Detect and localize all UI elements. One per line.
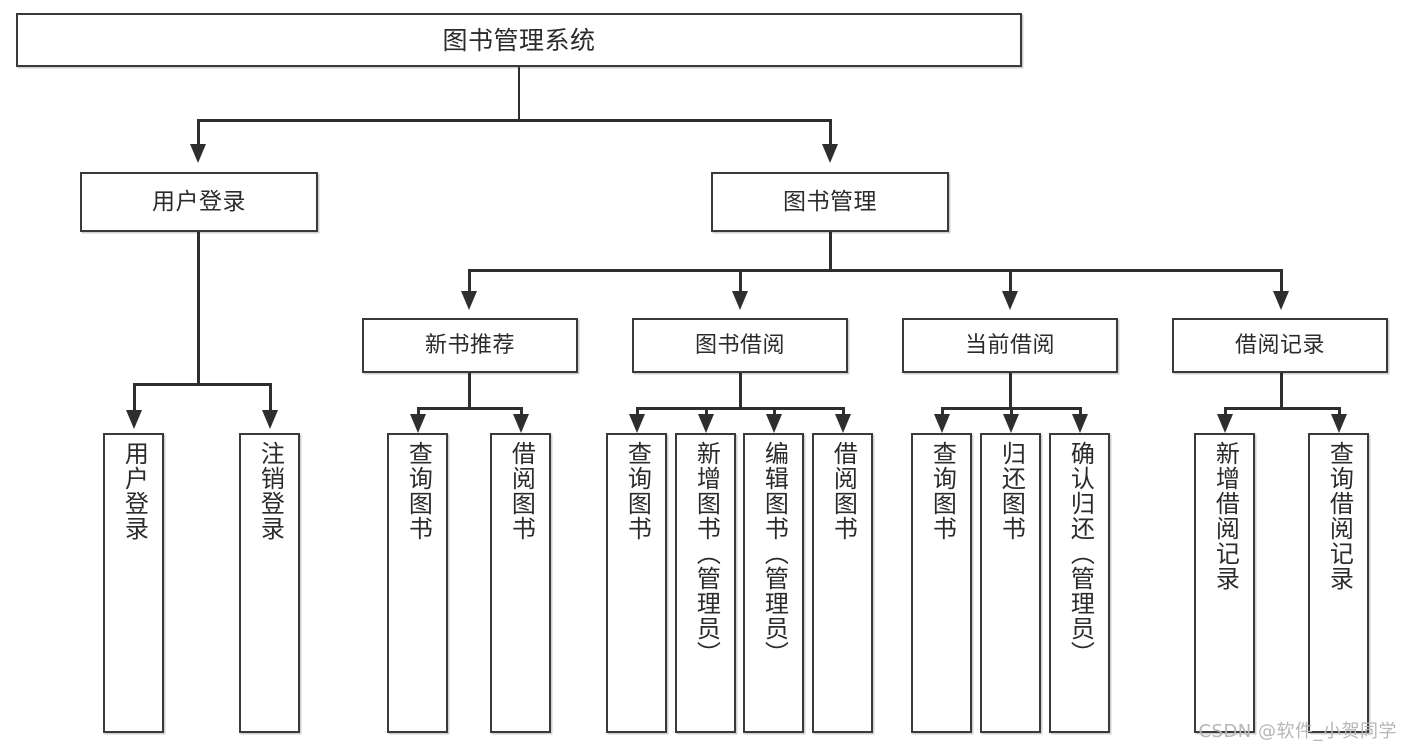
arrowhead-leaf-return-book <box>1003 414 1019 433</box>
edge-root-stem <box>517 67 520 119</box>
node-label: 当前借阅 <box>964 332 1055 358</box>
edge-user-login-bus <box>133 383 269 386</box>
edge-br-child-1 <box>1224 407 1227 417</box>
node-label: 查询借阅记录 <box>1325 441 1354 591</box>
node-label: 图书管理 <box>783 188 877 215</box>
arrowhead-book-borrow <box>732 291 748 310</box>
node-label: 归还图书 <box>997 441 1026 541</box>
leaf-return-book[interactable]: 归还图书 <box>980 433 1041 733</box>
edge-root-bus <box>197 119 831 122</box>
arrowhead-new-book-recommend <box>461 291 477 310</box>
leaf-user-login[interactable]: 用户登录 <box>103 433 164 733</box>
edge-level3-bus <box>468 269 1280 272</box>
leaf-add-record[interactable]: 新增借阅记录 <box>1194 433 1255 733</box>
node-label: 查询图书 <box>928 441 957 541</box>
edge-bb-child-1 <box>636 407 639 417</box>
arrowhead-borrow-record <box>1273 291 1289 310</box>
edge-br-child-2 <box>1338 407 1341 417</box>
node-user-login[interactable]: 用户登录 <box>80 172 318 232</box>
edge-to-book-borrow <box>739 269 742 291</box>
leaf-query-book-1[interactable]: 查询图书 <box>387 433 448 733</box>
edge-to-borrow-record <box>1280 269 1283 291</box>
edge-borrow-record-stem <box>1280 373 1283 407</box>
arrowhead-book-management <box>822 144 838 163</box>
arrowhead-leaf-edit-book <box>766 414 782 433</box>
edge-cb-child-1 <box>941 407 944 417</box>
edge-bb-child-3 <box>773 407 776 417</box>
node-label: 新增图书（管理员） <box>692 441 721 666</box>
arrowhead-user-login <box>190 144 206 163</box>
node-label: 确认归还（管理员） <box>1066 441 1095 666</box>
arrowhead-leaf-add-book <box>698 414 714 433</box>
node-label: 用户登录 <box>120 441 149 541</box>
edge-user-login-child-2 <box>269 383 272 410</box>
edge-nbr-child-2 <box>520 407 523 417</box>
node-label: 图书管理系统 <box>442 25 596 55</box>
arrowhead-leaf-query-book-1 <box>410 414 426 433</box>
edge-user-login-child-1 <box>133 383 136 410</box>
leaf-confirm-return[interactable]: 确认归还（管理员） <box>1049 433 1110 733</box>
edge-to-new-book-recommend <box>468 269 471 291</box>
leaf-logout-login[interactable]: 注销登录 <box>239 433 300 733</box>
node-label: 注销登录 <box>256 441 285 541</box>
arrowhead-leaf-confirm-return <box>1072 414 1088 433</box>
node-label: 借阅图书 <box>507 441 536 541</box>
edge-book-management-stem <box>829 232 832 269</box>
edge-bb-child-4 <box>842 407 845 417</box>
arrowhead-leaf-query-book-3 <box>934 414 950 433</box>
node-label: 查询图书 <box>404 441 433 541</box>
arrowhead-leaf-query-book-2 <box>629 414 645 433</box>
leaf-query-record[interactable]: 查询借阅记录 <box>1308 433 1369 733</box>
node-label: 查询图书 <box>623 441 652 541</box>
node-root-system[interactable]: 图书管理系统 <box>16 13 1022 67</box>
node-label: 用户登录 <box>152 188 246 215</box>
node-new-book-recommend[interactable]: 新书推荐 <box>362 318 578 373</box>
arrowhead-leaf-borrow-book-1 <box>513 414 529 433</box>
arrowhead-leaf-add-record <box>1217 414 1233 433</box>
edge-to-book-management <box>829 119 832 144</box>
arrowhead-current-borrow <box>1002 291 1018 310</box>
node-label: 借阅记录 <box>1234 332 1325 358</box>
leaf-add-book[interactable]: 新增图书（管理员） <box>675 433 736 733</box>
node-label: 新书推荐 <box>424 332 515 358</box>
node-label: 图书借阅 <box>694 332 785 358</box>
edge-to-user-login <box>197 119 200 144</box>
node-book-borrow[interactable]: 图书借阅 <box>632 318 848 373</box>
edge-new-book-recommend-stem <box>468 373 471 407</box>
edge-bb-child-2 <box>705 407 708 417</box>
edge-to-current-borrow <box>1009 269 1012 291</box>
edge-new-book-recommend-bus <box>417 407 522 410</box>
node-label: 编辑图书（管理员） <box>760 441 789 666</box>
edge-cb-child-3 <box>1079 407 1082 417</box>
node-borrow-record[interactable]: 借阅记录 <box>1172 318 1388 373</box>
leaf-edit-book[interactable]: 编辑图书（管理员） <box>743 433 804 733</box>
edge-book-borrow-bus <box>636 407 844 410</box>
edge-user-login-stem <box>197 232 200 383</box>
arrowhead-leaf-borrow-book-2 <box>835 414 851 433</box>
leaf-query-book-2[interactable]: 查询图书 <box>606 433 667 733</box>
node-label: 借阅图书 <box>829 441 858 541</box>
edge-current-borrow-stem <box>1009 373 1012 407</box>
node-label: 新增借阅记录 <box>1211 441 1240 591</box>
leaf-borrow-book-2[interactable]: 借阅图书 <box>812 433 873 733</box>
arrowhead-leaf-query-record <box>1331 414 1347 433</box>
edge-book-borrow-stem <box>739 373 742 407</box>
arrowhead-leaf-logout-login <box>262 410 278 429</box>
leaf-borrow-book-1[interactable]: 借阅图书 <box>490 433 551 733</box>
leaf-query-book-3[interactable]: 查询图书 <box>911 433 972 733</box>
arrowhead-leaf-user-login <box>126 410 142 429</box>
edge-cb-child-2 <box>1010 407 1013 417</box>
node-book-management[interactable]: 图书管理 <box>711 172 949 232</box>
node-current-borrow[interactable]: 当前借阅 <box>902 318 1118 373</box>
edge-borrow-record-bus <box>1224 407 1340 410</box>
edge-nbr-child-1 <box>417 407 420 417</box>
